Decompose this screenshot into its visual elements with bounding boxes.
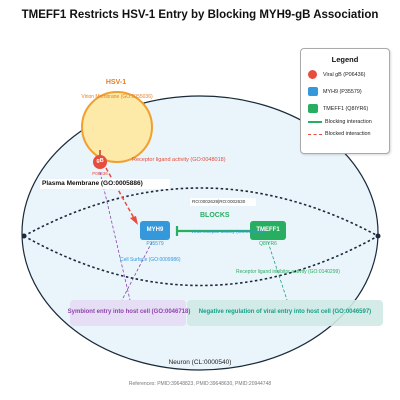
legend-item-blocked: Blocked interaction xyxy=(308,131,371,137)
gb-protein xyxy=(93,155,107,169)
page-title: TMEFF1 Restricts HSV-1 Entry by Blocking… xyxy=(21,9,379,21)
virus-receptor-activity-label: Virus receptor activity (GO:0001618) xyxy=(191,229,266,234)
plasma-membrane-label: Plasma Membrane (GO:0005886) xyxy=(42,180,143,187)
ro-terms-label-bg xyxy=(190,198,256,206)
tmeff1-protein xyxy=(250,221,286,240)
virion xyxy=(81,91,153,163)
legend-item-gb: Viral gB (P06436) xyxy=(308,70,365,79)
tmeff1-to-negreg-connector xyxy=(267,241,288,301)
gb-swatch-icon xyxy=(308,70,317,79)
legend-label: MYH9 (P35579) xyxy=(323,88,362,95)
legend-label: Blocking interaction xyxy=(325,119,372,125)
negative-regulation-box xyxy=(187,300,383,326)
membrane-arc-upper xyxy=(23,187,379,237)
plasma-membrane-label-bg xyxy=(40,179,170,189)
blocked-interaction-arrow xyxy=(105,167,136,221)
legend-label: Viral gB (P06436) xyxy=(323,71,366,78)
blocked-arrowhead xyxy=(130,216,138,225)
myh9-swatch-icon xyxy=(308,87,318,96)
references: References: PMID:39648823, PMID:39648630… xyxy=(128,381,272,387)
ro-terms-label: RO:0002629|RO:0002630 xyxy=(192,199,246,204)
legend-title: Legend xyxy=(331,55,359,64)
tmeff1-label: TMEFF1 xyxy=(256,227,280,233)
myh9-to-symbiont-connector xyxy=(121,241,153,301)
cell-surface-label: Cell Surface (GO:0009986) xyxy=(120,257,181,263)
legend: Legend Viral gB (P06436) MYH9 (P35579) T… xyxy=(300,48,390,154)
legend-label: Blocked interaction xyxy=(325,131,371,137)
gb-label: gB xyxy=(96,158,104,164)
blocks-label: BLOCKS xyxy=(200,212,230,219)
legend-label: TMEFF1 (Q8IYR6) xyxy=(323,105,369,112)
dashed-line-icon xyxy=(308,133,322,135)
membrane-end-left xyxy=(21,233,27,239)
legend-item-tmeff1: TMEFF1 (Q8IYR6) xyxy=(308,104,368,113)
virus-name-label: HSV-1 xyxy=(105,79,127,86)
tmeff1-swatch-icon xyxy=(308,104,318,113)
receptor-activity-label: Receptor ligand activity (GO:0048018) xyxy=(132,157,226,163)
legend-item-blocking: Blocking interaction xyxy=(308,119,372,125)
membrane-end-right xyxy=(375,233,381,239)
myh9-protein xyxy=(140,221,170,240)
symbiont-entry-box xyxy=(70,300,186,326)
negative-regulation-label: Negative regulation of viral entry into … xyxy=(198,309,372,315)
gb-id-label: P06436 xyxy=(92,171,108,176)
virion-membrane-label: Virion Membrane (GO:0055036) xyxy=(81,94,153,100)
gb-to-symbiont-connector xyxy=(99,171,131,301)
legend-item-myh9: MYH9 (P35579) xyxy=(308,87,362,96)
myh9-label: MYH9 xyxy=(146,227,164,233)
neuron-label: Neuron (CL:0000540) xyxy=(168,359,232,366)
solid-line-icon xyxy=(308,121,322,123)
myh9-id-label: P35579 xyxy=(146,241,164,247)
inhibitor-activity-label: Receptor ligand inhibitor activity (GO:0… xyxy=(236,269,340,275)
symbiont-entry-label: Symbiont entry into host cell (GO:004671… xyxy=(67,309,191,315)
tmeff1-id-label: Q8IYR6 xyxy=(259,241,277,247)
membrane-arc-lower xyxy=(23,235,379,287)
